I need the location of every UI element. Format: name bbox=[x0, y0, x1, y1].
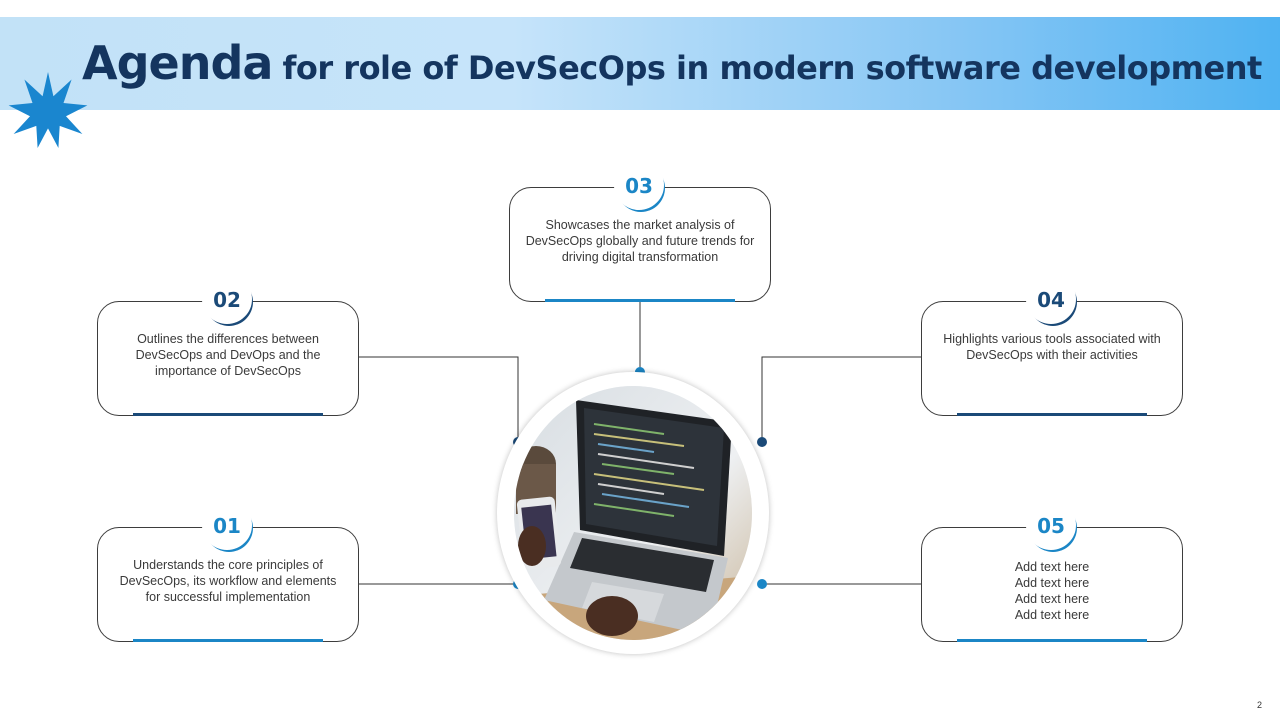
card-accent-bar bbox=[133, 639, 323, 642]
card-accent-bar bbox=[133, 413, 323, 416]
title-rest: for role of DevSecOps in modern software… bbox=[282, 49, 1262, 87]
agenda-number-badge: 02 bbox=[202, 274, 252, 324]
agenda-text: Outlines the differences between DevSecO… bbox=[135, 332, 321, 378]
title-emphasis: Agenda bbox=[82, 36, 273, 90]
agenda-number-badge: 03 bbox=[614, 160, 664, 210]
agenda-number-badge: 04 bbox=[1026, 274, 1076, 324]
agenda-number-badge: 05 bbox=[1026, 500, 1076, 550]
card-accent-bar bbox=[545, 299, 735, 302]
agenda-number-badge: 01 bbox=[202, 500, 252, 550]
agenda-text: Understands the core principles of DevSe… bbox=[119, 558, 337, 604]
header-banner bbox=[0, 17, 1280, 110]
agenda-text: Showcases the market analysis of DevSecO… bbox=[525, 218, 755, 264]
agenda-text: Highlights various tools associated with… bbox=[943, 332, 1161, 362]
laptop-photo bbox=[514, 386, 752, 640]
agenda-text: Add text here Add text here Add text her… bbox=[1014, 560, 1090, 622]
agenda-card-02: Outlines the differences between DevSecO… bbox=[97, 301, 359, 416]
page-number: 2 bbox=[1256, 700, 1262, 710]
connector-dot bbox=[757, 437, 767, 447]
card-accent-bar bbox=[957, 413, 1147, 416]
star-burst-icon bbox=[8, 72, 88, 148]
card-accent-bar bbox=[957, 639, 1147, 642]
connector-dot bbox=[757, 579, 767, 589]
